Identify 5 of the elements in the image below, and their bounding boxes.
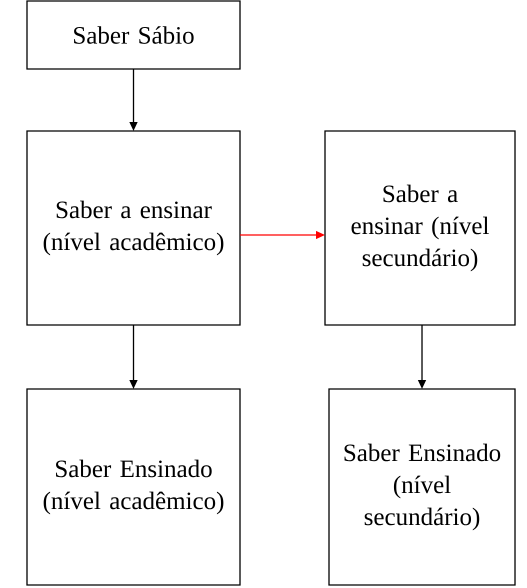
process-box: Saber Sábio [26,0,241,70]
process-box: Saber a ensinar (nível acadêmico) [26,130,241,326]
process-box: Saber a ensinar (nível secundário) [324,130,516,326]
process-box: Saber Ensinado (nível acadêmico) [26,388,241,586]
process-box: Saber Ensinado (nível secundário) [328,388,516,586]
